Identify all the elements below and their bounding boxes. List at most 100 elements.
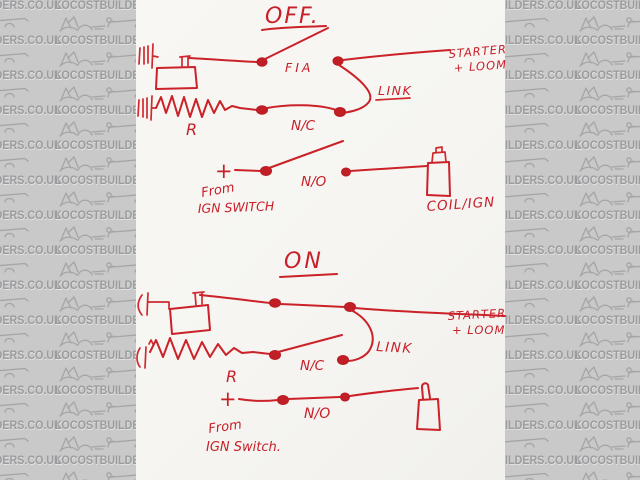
off-nc-closed-wire [266,104,337,111]
watermark-text: LOCOSTBUILDERS.CO.UK [575,209,640,223]
watermark-text: LOCOSTBUILDERS.CO.UK [0,209,62,223]
locost-car-icon [579,156,640,172]
on-title: ON [284,249,324,274]
off-title-underline [261,25,327,31]
off-wire-battery-to-contact [188,57,258,63]
locost-car-icon [0,437,29,448]
watermark-text: LOCOSTBUILDERS.CO.UK [0,139,62,153]
on-master-switch-box [169,291,211,335]
locost-car-icon [579,16,640,32]
locost-car-icon [0,297,29,308]
off-starter-label-line2: + LOOM [453,57,507,75]
watermark-text: LOCOSTBUILDERS.CO.UK [0,349,62,363]
locost-car-icon [579,331,640,347]
watermark-tile: LOCOSTBUILDERS.CO.UK [575,188,640,223]
on-nc-label: N/C [300,358,325,374]
off-from-label-line2: IGN SWITCH [198,198,276,216]
watermark-text: LOCOSTBUILDERS.CO.UK [575,139,640,153]
watermark-tile: LOCOSTBUILDERS.CO.UK [0,153,62,188]
locost-car-icon [0,87,29,98]
watermark-text: LOCOSTBUILDERS.CO.UK [0,34,62,48]
on-nc-switch-blade-open [277,334,343,353]
locost-car-icon [0,402,29,413]
watermark-text: LOCOSTBUILDERS.CO.UK [0,244,62,258]
watermark-text: LOCOSTBUILDERS.CO.UK [0,69,62,83]
watermark-text: LOCOSTBUILDERS.CO.UK [575,69,640,83]
off-master-switch-box [155,55,198,90]
off-wire-to-starter [342,49,451,61]
watermark-text: LOCOSTBUILDERS.CO.UK [0,174,62,188]
off-wire-to-coil [349,165,428,172]
off-coil-icon [426,146,451,197]
locost-car-icon [0,157,29,168]
off-section: OFF. FIA STARTER + LOOM [137,4,507,216]
watermark-tile: LOCOSTBUILDERS.CO.UK [575,48,640,83]
locost-car-icon [59,401,159,417]
locost-car-icon [579,436,640,452]
off-battery-icon [138,43,159,69]
watermark-tile: LOCOSTBUILDERS.CO.UK [0,328,62,363]
watermark-tile: LOCOSTBUILDERS.CO.UK [575,293,640,328]
off-link-wire [338,64,372,114]
watermark-text: LOCOSTBUILDERS.CO.UK [0,314,62,328]
watermark-text: LOCOSTBUILDERS.CO.UK [0,0,62,13]
watermark-tile: LOCOSTBUILDERS.CO.UK [0,398,62,433]
on-no-contact-dot-right [340,392,350,402]
watermark-tile: LOCOSTBUILDERS.CO.UK [575,433,640,468]
on-no-contact-dot-left [277,395,289,405]
watermark-tile: LOCOSTBUILDERS.CO.UK [0,48,62,83]
watermark-tile: LOCOSTBUILDERS.CO.UK [0,258,62,293]
relay-wiring-diagram: OFF. FIA STARTER + LOOM [136,4,507,455]
watermark-text: LOCOSTBUILDERS.CO.UK [575,244,640,258]
on-link-wire [346,309,374,362]
off-fia-label: FIA [285,60,313,75]
locost-car-icon [0,192,29,203]
off-nc-label: N/C [291,118,316,134]
watermark-tile: LOCOSTBUILDERS.CO.UK [575,258,640,293]
on-fia-contact-dot-left [269,298,281,308]
on-wire-box-to-contact [199,294,271,304]
off-from-label-line1: From [200,180,236,201]
watermark-tile: LOCOSTBUILDERS.CO.UK [0,363,62,398]
watermark-tile: LOCOSTBUILDERS.CO.UK [0,468,55,480]
on-starter-label-line2: + LOOM [452,323,505,337]
off-resistor-icon [155,95,258,118]
watermark-text: LOCOSTBUILDERS.CO.UK [575,454,640,468]
off-link-label: LINK [378,83,413,98]
locost-car-icon [0,52,29,63]
on-wire-to-starter [354,307,506,317]
watermark-tile: LOCOSTBUILDERS.CO.UK [575,153,640,188]
on-wire-plus-to-contact [238,398,279,402]
off-plus-symbol: + [215,159,233,183]
locost-car-icon [579,51,640,67]
off-no-contact-dot-right [341,167,351,177]
watermark-tile: LOCOSTBUILDERS.CO.UK [0,118,62,153]
watermark-text: LOCOSTBUILDERS.CO.UK [0,279,62,293]
locost-car-icon [0,332,29,343]
locost-car-icon [579,86,640,102]
on-fia-closed-wire [279,303,346,308]
on-starter-label-line1: STARTER [447,306,506,323]
on-resistor-label: R [226,367,237,386]
off-no-label: N/O [301,174,327,190]
on-link-label: LINK [376,339,413,357]
watermark-tile: LOCOSTBUILDERS.CO.UK [0,188,62,223]
locost-car-icon [579,121,640,137]
watermark-tile: LOCOSTBUILDERS.CO.UK [0,293,62,328]
watermark-tile: LOCOSTBUILDERS.CO.UK [575,363,640,398]
locost-car-icon [0,367,29,378]
watermark-text: LOCOSTBUILDERS.CO.UK [0,384,62,398]
locost-car-icon [579,296,640,312]
off-no-switch-blade-open [268,140,344,169]
watermark-text: LOCOSTBUILDERS.CO.UK [575,104,640,118]
watermark-tile: LOCOSTBUILDERS.CO.UK [575,83,640,118]
watermark-tile: LOCOSTBUILDERS.CO.UK [0,0,62,13]
watermark-text: LOCOSTBUILDERS.CO.UK [575,174,640,188]
off-title: OFF. [265,4,320,29]
watermark-text: LOCOSTBUILDERS.CO.UK [0,104,62,118]
on-no-label: N/O [304,406,330,422]
locost-car-icon [579,401,640,417]
watermark-tile: LOCOSTBUILDERS.CO.UK [575,223,640,258]
on-from-label-line1: From [207,417,242,437]
